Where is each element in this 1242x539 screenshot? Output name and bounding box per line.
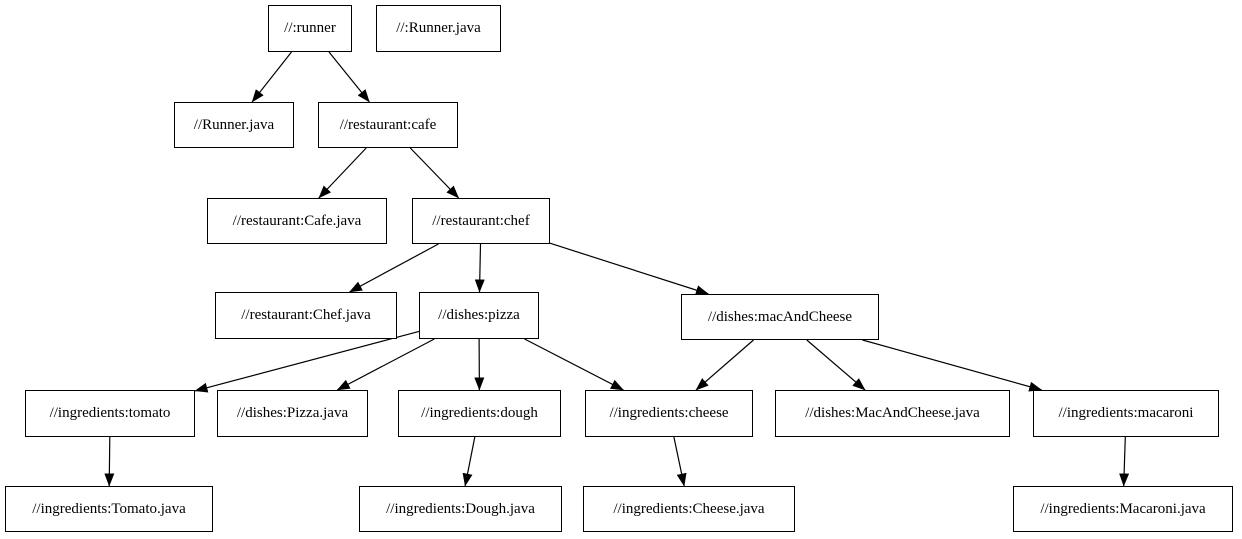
graph-edge-macaroni-to-macaroni-java xyxy=(1119,436,1130,487)
graph-edge-cafe-to-chef xyxy=(409,147,460,199)
graph-node-pizza: //dishes:pizza xyxy=(419,292,539,339)
graph-node-chef: //restaurant:chef xyxy=(412,198,550,244)
graph-node-dough: //ingredients:dough xyxy=(398,390,561,437)
graph-node-tomato: //ingredients:tomato xyxy=(25,390,195,437)
graph-node-label: //restaurant:chef xyxy=(432,212,530,229)
graph-edge-runner-to-runner-java xyxy=(251,51,292,103)
graph-node-label: //ingredients:macaroni xyxy=(1058,405,1194,421)
graph-node-label: //:Runner.java xyxy=(396,20,481,36)
graph-node-label: //dishes:MacAndCheese.java xyxy=(805,405,980,421)
graph-node-label: //ingredients:Cheese.java xyxy=(613,500,765,517)
graph-edge-runner-to-cafe xyxy=(328,51,370,103)
graph-node-runner-java: //Runner.java xyxy=(174,102,294,148)
graph-node-pizza-java: //dishes:Pizza.java xyxy=(217,390,368,437)
graph-node-cafe: //restaurant:cafe xyxy=(318,102,458,148)
graph-node-label: //ingredients:tomato xyxy=(49,405,171,421)
graph-node-macaroni-java: //ingredients:Macaroni.java xyxy=(1013,486,1233,532)
graph-node-label: //dishes:macAndCheese xyxy=(707,308,853,325)
graph-node-label: //Runner.java xyxy=(193,116,275,133)
graph-edge-chef-to-pizza xyxy=(474,243,485,293)
graph-node-label: //ingredients:dough xyxy=(421,405,538,421)
graph-edge-cheese-to-cheese-java xyxy=(673,436,687,487)
graph-node-label: //restaurant:Cafe.java xyxy=(232,212,362,229)
graph-node-label: //:runner xyxy=(284,20,336,36)
graph-node-label: //ingredients:Dough.java xyxy=(386,500,535,517)
graph-node-cafe-java: //restaurant:Cafe.java xyxy=(207,198,387,244)
graph-edge-chef-to-chef-java xyxy=(349,243,439,293)
graph-node-label: //restaurant:Chef.java xyxy=(241,307,371,323)
graph-node-cheese: //ingredients:cheese xyxy=(585,390,753,437)
graph-node-label: //dishes:Pizza.java xyxy=(236,405,349,421)
graph-edge-cafe-to-cafe-java xyxy=(318,147,367,199)
graph-node-label: //restaurant:cafe xyxy=(339,116,437,133)
graph-edge-chef-to-macandcheese xyxy=(549,242,709,295)
graph-node-runner: //:runner xyxy=(268,5,352,52)
graph-edge-dough-to-dough-java xyxy=(462,436,476,487)
graph-node-dough-java: //ingredients:Dough.java xyxy=(359,486,562,532)
graph-edge-macandcheese-to-cheese xyxy=(695,339,754,391)
graph-node-macandcheese: //dishes:macAndCheese xyxy=(681,294,879,340)
graph-edge-macandcheese-to-macandcheese-java xyxy=(806,339,866,391)
graph-node-tomato-java: //ingredients:Tomato.java xyxy=(5,486,213,532)
graph-edge-pizza-to-cheese xyxy=(524,338,624,391)
graph-node-label: //dishes:pizza xyxy=(438,307,520,323)
graph-node-runner-java-top: //:Runner.java xyxy=(376,5,501,52)
graph-node-macaroni: //ingredients:macaroni xyxy=(1033,390,1219,437)
graph-node-label: //ingredients:Tomato.java xyxy=(32,500,186,517)
graph-edge-pizza-to-pizza-java xyxy=(336,338,435,391)
graph-node-label: //ingredients:Macaroni.java xyxy=(1040,500,1206,517)
graph-edge-pizza-to-tomato xyxy=(194,330,420,393)
graph-node-label: //ingredients:cheese xyxy=(609,405,729,421)
graph-edge-macandcheese-to-macaroni xyxy=(862,339,1043,392)
graph-edge-tomato-to-tomato-java xyxy=(104,436,115,487)
graph-node-cheese-java: //ingredients:Cheese.java xyxy=(583,486,795,532)
graph-node-macandcheese-java: //dishes:MacAndCheese.java xyxy=(775,390,1010,437)
graph-node-chef-java: //restaurant:Chef.java xyxy=(215,292,397,339)
